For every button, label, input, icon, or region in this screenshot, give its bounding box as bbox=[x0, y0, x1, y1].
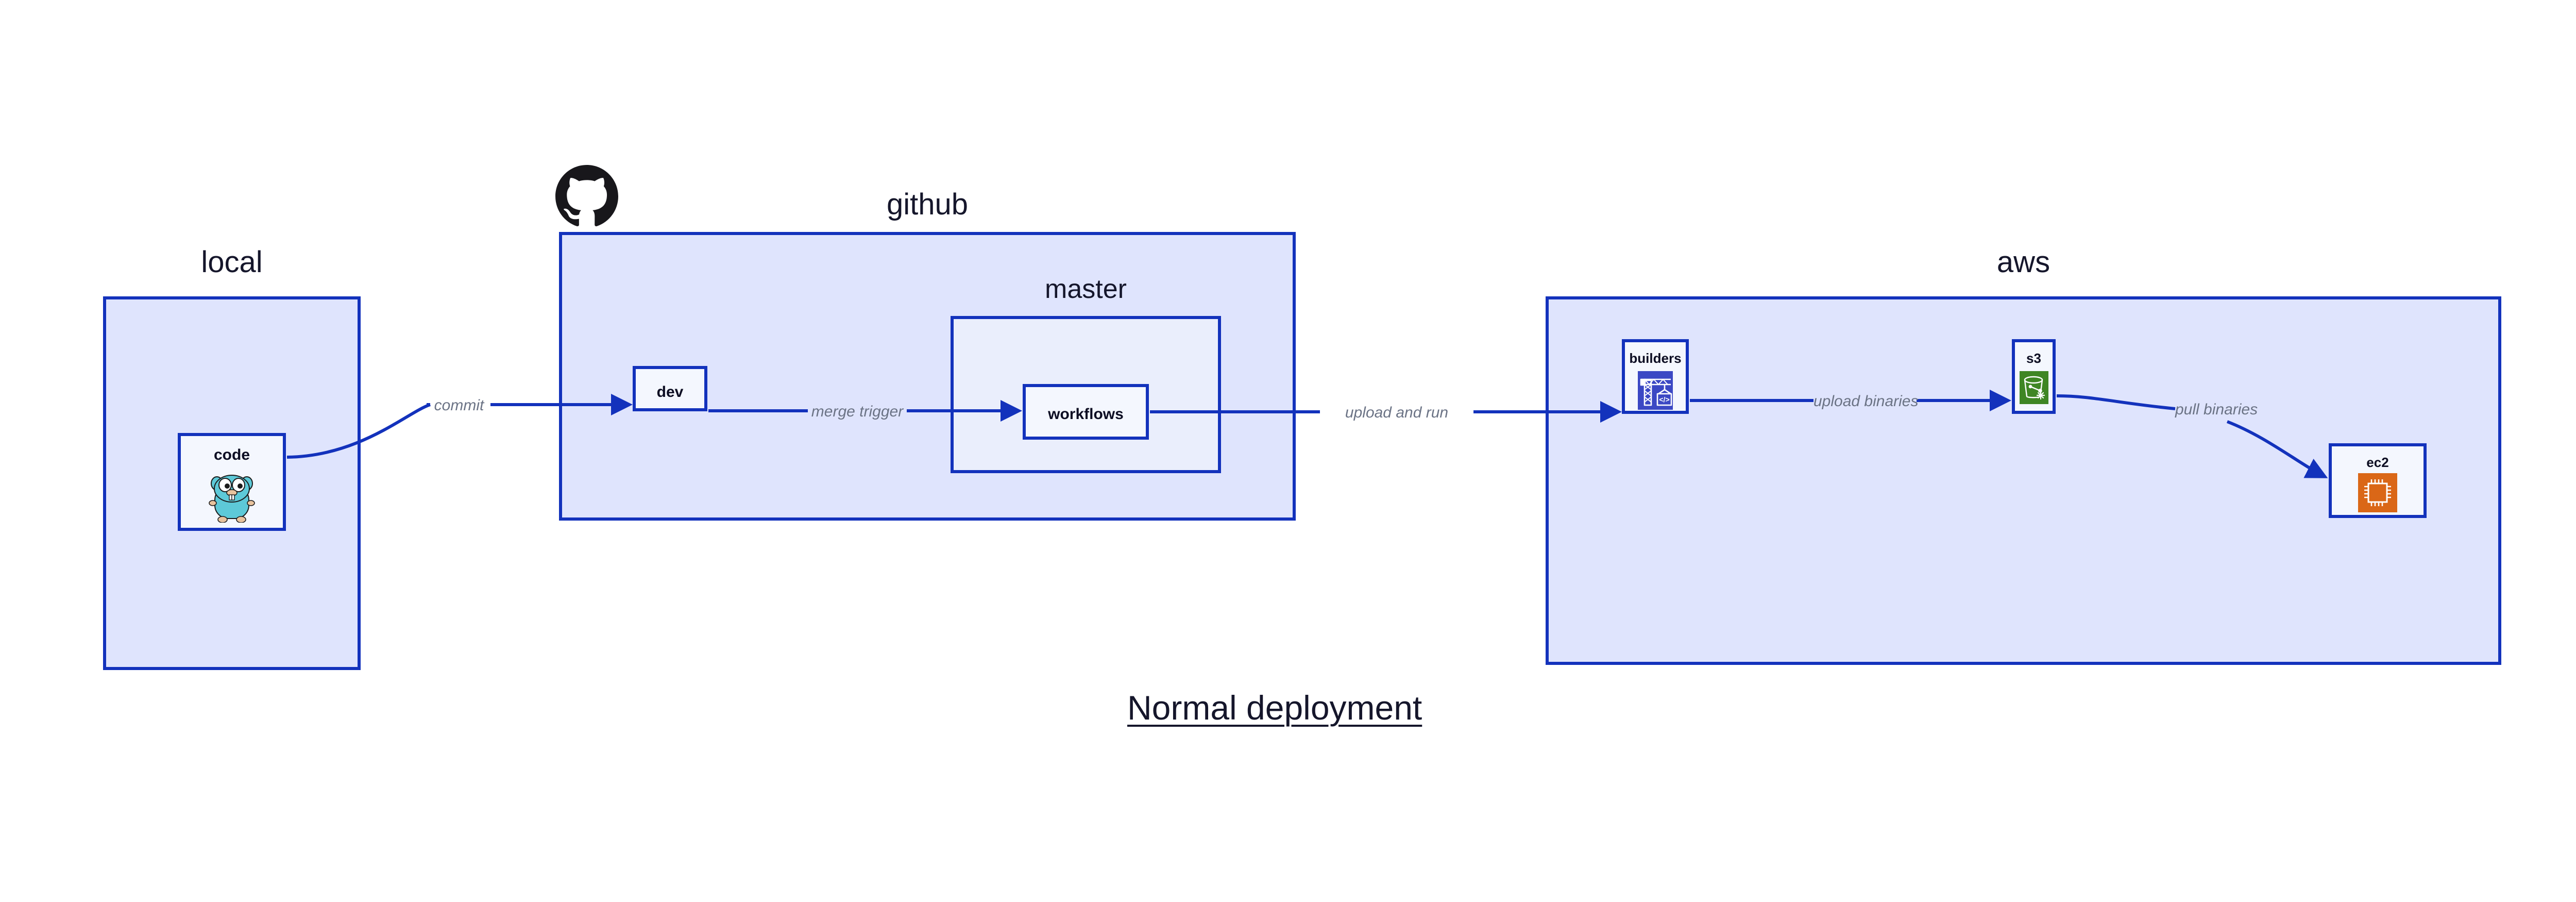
subcontainer-label-master: master bbox=[1045, 274, 1127, 304]
edge-label-commit: commit bbox=[434, 397, 484, 414]
node-label-builders: builders bbox=[1629, 350, 1682, 366]
node-label-code: code bbox=[213, 446, 250, 463]
node-label-workflows: workflows bbox=[1048, 406, 1124, 423]
edge-label-pull-binaries: pull binaries bbox=[2175, 401, 2258, 418]
node-label-s3: s3 bbox=[2026, 350, 2041, 366]
edge-label-upload-and-run: upload and run bbox=[1345, 404, 1449, 421]
node-label-ec2: ec2 bbox=[2366, 455, 2389, 470]
subcontainer-master[interactable] bbox=[951, 316, 1221, 473]
container-label-aws: aws bbox=[1996, 245, 2050, 279]
container-label-github: github bbox=[886, 188, 969, 221]
node-workflows[interactable]: workflows bbox=[1023, 384, 1149, 440]
go-gopher-icon bbox=[208, 469, 256, 523]
node-label-dev: dev bbox=[656, 383, 684, 400]
node-dev[interactable]: dev bbox=[633, 366, 707, 411]
node-ec2[interactable]: ec2 bbox=[2329, 443, 2427, 518]
node-code[interactable]: code bbox=[178, 433, 286, 531]
diagram-title: Normal deployment bbox=[1127, 689, 1422, 727]
node-s3[interactable]: s3 bbox=[2012, 339, 2056, 414]
aws-builders-icon: </> bbox=[1638, 371, 1673, 410]
node-builders[interactable]: builders < bbox=[1622, 339, 1689, 414]
edge-label-upload-binaries: upload binaries bbox=[1814, 393, 1919, 410]
container-label-local: local bbox=[201, 245, 263, 279]
github-octocat-icon bbox=[555, 165, 618, 228]
aws-ec2-icon bbox=[2358, 473, 2397, 512]
svg-text:</>: </> bbox=[1659, 395, 1669, 404]
edge-label-merge-trigger: merge trigger bbox=[811, 403, 904, 420]
aws-s3-icon bbox=[2019, 371, 2048, 404]
